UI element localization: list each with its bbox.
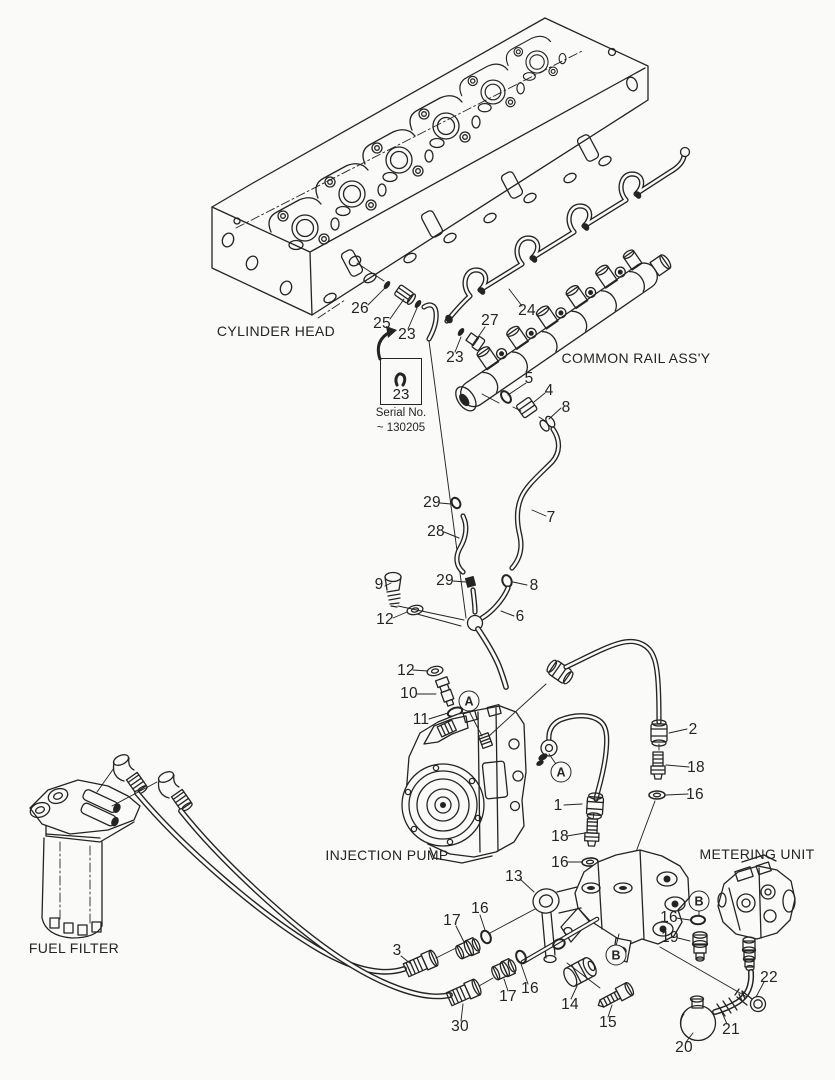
callout-26-0: 26	[351, 300, 369, 317]
hose-fittings-drawing	[402, 908, 536, 1008]
callout-5-6: 5	[524, 370, 534, 387]
leader-lines	[96, 286, 765, 1043]
section-label-common-rail-ass-y: COMMON RAIL ASS'Y	[561, 350, 711, 366]
callout-9-12: 9	[374, 576, 384, 593]
callout-23-2: 23	[398, 326, 416, 343]
callout-17-28: 17	[443, 912, 461, 929]
serial-note: 23 Serial No. ~ 130205	[371, 358, 431, 435]
callout-8-14: 8	[529, 577, 539, 594]
serial-box: 23	[380, 358, 422, 405]
callout-16-30: 16	[521, 980, 539, 997]
callout-28-11: 28	[427, 523, 445, 540]
serial-number: ~ 130205	[376, 422, 426, 434]
view-marker-a-0: A	[458, 690, 480, 712]
view-marker-b-2: B	[688, 890, 710, 912]
rail-outlet-drawing	[481, 390, 562, 571]
pump-pipes-drawing	[488, 638, 668, 885]
callout-23-3: 23	[446, 349, 464, 366]
common-rail-drawing	[455, 249, 672, 412]
callout-21-38: 21	[722, 1021, 740, 1038]
callout-16-27: 16	[471, 900, 489, 917]
callout-29-10: 29	[423, 494, 441, 511]
callout-20-39: 20	[675, 1039, 693, 1056]
grommet-bolt-drawing	[563, 957, 635, 1008]
callout-11-19: 11	[412, 711, 430, 728]
callout-18-24: 18	[551, 828, 569, 845]
serial-part-number: 23	[392, 386, 410, 403]
callout-2-20: 2	[688, 721, 698, 738]
callout-10-18: 10	[400, 685, 418, 702]
callout-3-29: 3	[392, 942, 402, 959]
callout-30-32: 30	[451, 1018, 469, 1035]
callout-7-9: 7	[546, 509, 556, 526]
injection-pump-drawing	[401, 703, 527, 864]
serial-flag-arrow	[376, 326, 397, 361]
callout-19-36: 19	[661, 929, 679, 946]
callout-22-37: 22	[760, 969, 778, 986]
callout-6-16: 6	[515, 608, 525, 625]
view-marker-b-3: B	[605, 944, 627, 966]
metering-unit-drawing	[679, 854, 796, 1042]
callout-14-33: 14	[561, 996, 579, 1013]
callout-12-17: 12	[397, 662, 415, 679]
callout-25-1: 25	[373, 315, 391, 332]
section-label-injection-pump: INJECTION PUMP	[325, 847, 449, 863]
callout-17-31: 17	[499, 988, 517, 1005]
callout-29-13: 29	[436, 572, 454, 589]
callout-1-23: 1	[553, 797, 563, 814]
cylinder-head-drawing	[211, 17, 649, 319]
section-label-metering-unit: METERING UNIT	[699, 846, 815, 862]
callout-12-15: 12	[376, 611, 394, 628]
callout-16-22: 16	[686, 786, 704, 803]
section-label-fuel-filter: FUEL FILTER	[28, 940, 120, 956]
callout-15-34: 15	[599, 1014, 617, 1031]
section-label-cylinder-head: CYLINDER HEAD	[216, 323, 336, 339]
clip-icon	[394, 372, 407, 387]
callout-8-8: 8	[561, 399, 571, 416]
callout-24-5: 24	[518, 302, 536, 319]
return-tee-drawing	[384, 496, 513, 718]
callout-16-35: 16	[660, 909, 678, 926]
callout-18-21: 18	[687, 759, 705, 776]
callout-13-26: 13	[505, 868, 523, 885]
injection-pipes-drawing	[444, 146, 691, 324]
leak-off-fittings-drawing	[356, 262, 486, 619]
view-marker-a-1: A	[550, 761, 572, 783]
serial-label: Serial No.	[375, 407, 427, 419]
callout-16-25: 16	[551, 854, 569, 871]
fuel-filter-drawing	[29, 754, 453, 1000]
callout-4-7: 4	[544, 382, 554, 399]
callout-27-4: 27	[481, 312, 499, 329]
